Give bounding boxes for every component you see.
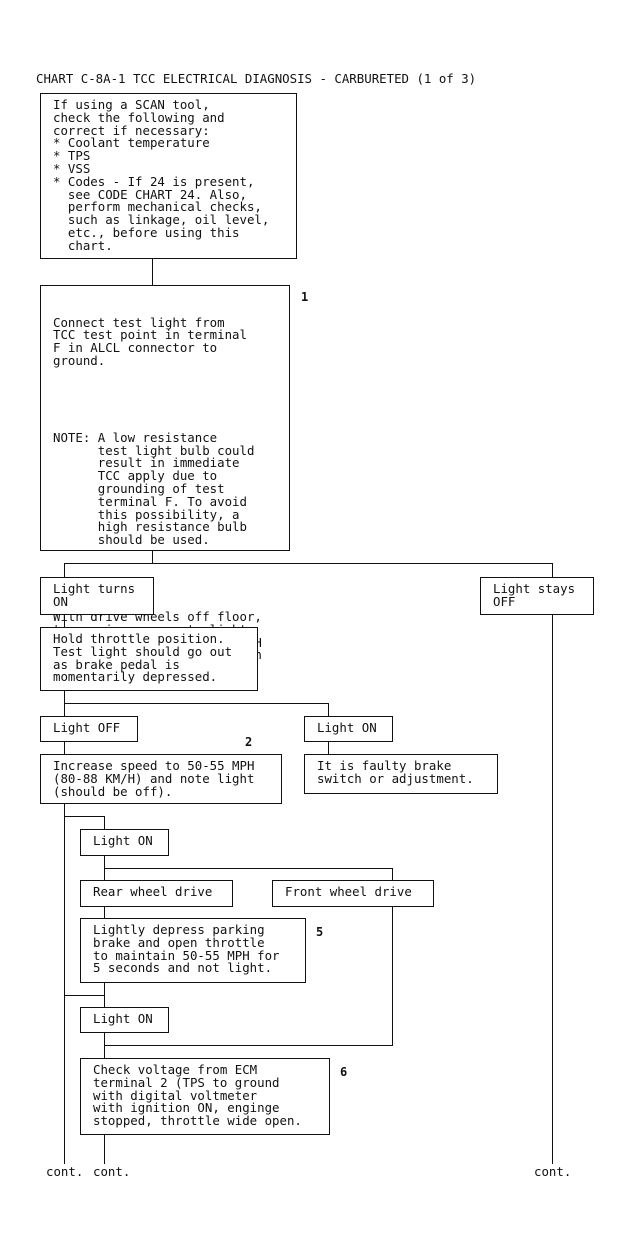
chart-title: CHART C-8A-1 TCC ELECTRICAL DIAGNOSIS - … [36, 71, 477, 86]
connector-line [104, 1032, 105, 1058]
light-on-box-a: Light ON [304, 716, 393, 742]
connector-line [64, 563, 553, 564]
step-number-6: 6 [340, 1065, 348, 1079]
connect-test-light-box: Connect test light from TCC test point i… [40, 285, 290, 674]
connector-line [392, 868, 393, 880]
connector-line [552, 614, 553, 1164]
hold-throttle-box: Hold throttle position. Test light shoul… [40, 627, 258, 691]
light-off-box: Light OFF [40, 716, 138, 742]
connector-line [104, 906, 105, 918]
connector-line [104, 816, 105, 829]
check-voltage-box: Check voltage from ECM terminal 2 (TPS t… [80, 1058, 330, 1135]
connector-line [64, 803, 65, 1164]
continuation-label: cont. [93, 1164, 131, 1179]
continuation-label: cont. [534, 1164, 572, 1179]
light-on-box-c: Light ON [80, 1007, 169, 1033]
connector-line [64, 741, 65, 754]
front-wheel-drive-box: Front wheel drive [272, 880, 434, 907]
connect-instruction-text: Connect test light from TCC test point i… [53, 314, 247, 368]
connector-line [104, 982, 105, 1007]
connector-line [328, 703, 329, 716]
connector-line [552, 563, 553, 577]
connector-line [64, 614, 65, 628]
light-turns-on-box: Light turns ON [40, 577, 154, 615]
parking-brake-box: Lightly depress parking brake and open t… [80, 918, 306, 983]
connector-line [64, 703, 329, 704]
connector-line [328, 741, 329, 754]
step-number-1: 1 [301, 290, 309, 304]
continuation-label: cont. [46, 1164, 84, 1179]
connector-line [64, 563, 65, 577]
connector-line [152, 258, 153, 286]
increase-speed-box: Increase speed to 50-55 MPH (80-88 KM/H)… [40, 754, 282, 804]
connector-line [104, 1134, 105, 1164]
connector-line [152, 550, 153, 564]
connector-line [392, 906, 393, 1046]
step-number-5: 5 [316, 925, 324, 939]
faulty-brake-box: It is faulty brake switch or adjustment. [304, 754, 498, 794]
connector-line [104, 1045, 393, 1046]
step-number-2: 2 [245, 735, 253, 749]
light-stays-off-box: Light stays OFF [480, 577, 594, 615]
light-on-box-b: Light ON [80, 829, 169, 856]
connect-note-text: NOTE: A low resistance test light bulb c… [53, 429, 255, 548]
connector-line [104, 855, 105, 880]
rear-wheel-drive-box: Rear wheel drive [80, 880, 233, 907]
connector-line [64, 995, 105, 996]
connector-line [64, 816, 105, 817]
scan-tool-box: If using a SCAN tool, check the followin… [40, 93, 297, 259]
connector-line [104, 868, 393, 869]
